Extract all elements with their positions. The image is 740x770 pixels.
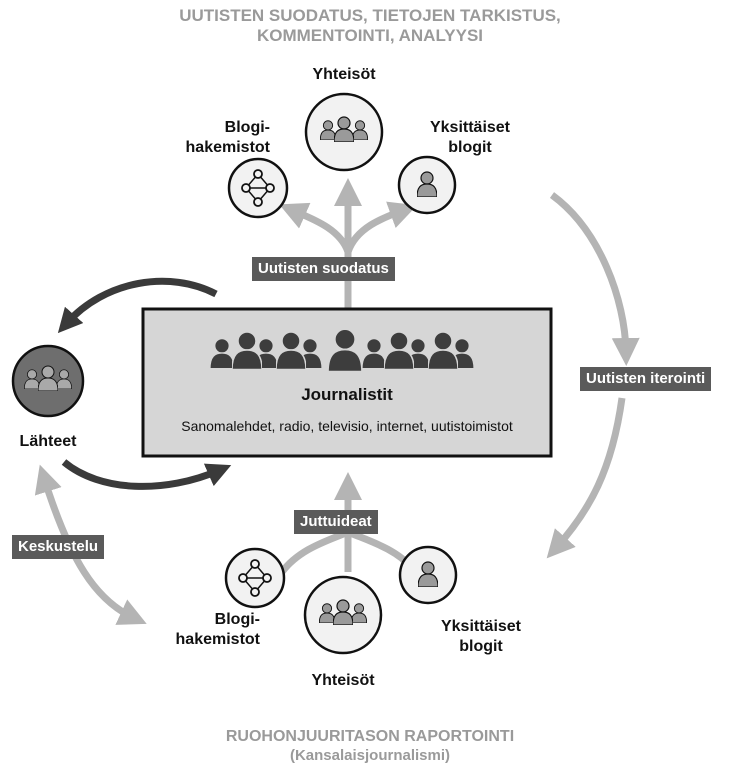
iteration-arrow-bottom (546, 397, 626, 559)
top-communities-label: Yhteisöt (312, 66, 376, 83)
iteration-arrow-top (549, 192, 640, 366)
journalists-title: Journalistit (301, 385, 393, 404)
top-blog-directories-icon (227, 157, 289, 219)
bottom-individual-blogs-icon (398, 545, 458, 605)
discussion-tag: Keskustelu (12, 535, 105, 559)
bottom-communities-icon (303, 575, 383, 655)
footer-title-line2: (Kansalaisjournalismi) (289, 747, 451, 764)
bottom-blog-directories-label-2: hakemistot (175, 631, 260, 648)
story-ideas-tag: Juttuideat (294, 510, 378, 534)
sources-icon (11, 344, 85, 418)
bottom-communities-label: Yhteisöt (311, 672, 375, 689)
discussion-arrow (34, 464, 147, 625)
top-individual-blogs-icon (397, 155, 457, 215)
bottom-individual-blogs-label-2: blogit (459, 638, 503, 655)
top-blog-directories-label-2: hakemistot (185, 139, 270, 156)
sources-to-journalists-arrow (61, 459, 232, 490)
news-filtering-tag: Uutisten suodatus (252, 257, 395, 281)
top-communities-icon (304, 92, 384, 172)
header-title-line2: KOMMENTOINTI, ANALYYSI (256, 26, 484, 45)
top-individual-blogs-label-1: Yksittäiset (429, 119, 511, 136)
journalists-subtitle: Sanomalehdet, radio, televisio, internet… (181, 418, 513, 434)
top-individual-blogs-label-2: blogit (448, 139, 492, 156)
sources-label: Lähteet (19, 433, 77, 450)
news-iteration-tag: Uutisten iterointi (580, 367, 712, 391)
bottom-individual-blogs-label-1: Yksittäiset (440, 618, 522, 635)
footer-title-line1: RUOHONJUURITASON RAPORTOINTI (225, 728, 515, 745)
journalists-to-sources-arrow (57, 277, 218, 334)
bottom-blog-directories-label-1: Blogi- (214, 611, 260, 628)
top-blog-directories-label-1: Blogi- (224, 119, 270, 136)
top-fan-arrows (279, 178, 418, 308)
bottom-blog-directories-icon (224, 547, 286, 609)
header-title-line1: UUTISTEN SUODATUS, TIETOJEN TARKISTUS, (179, 6, 561, 25)
